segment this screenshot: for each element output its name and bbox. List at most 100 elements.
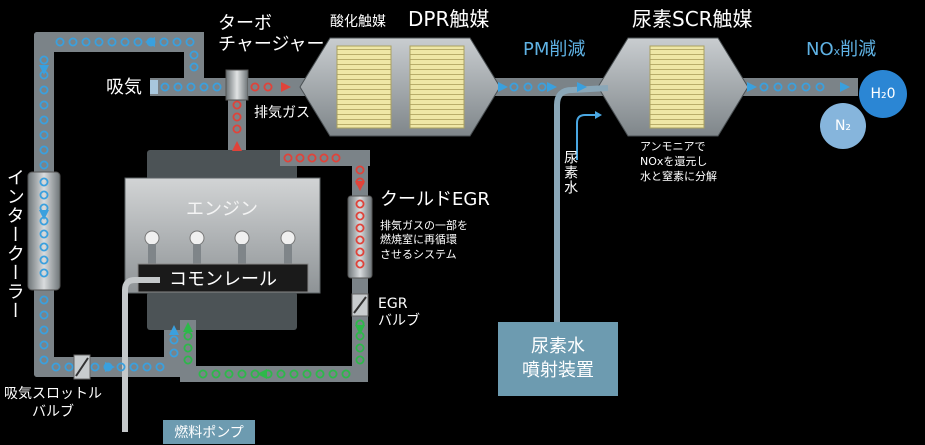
flow-dot xyxy=(537,82,547,92)
urea-injector-box xyxy=(498,322,618,396)
flow-dot xyxy=(39,295,49,305)
flow-dot xyxy=(328,369,338,379)
nox-reduction-tail: 削減 xyxy=(840,39,877,60)
flow-arrow xyxy=(257,369,267,379)
dpr-catalyst-label: DPR触媒 xyxy=(408,7,490,31)
flow-dot xyxy=(509,82,519,92)
flow-dot xyxy=(39,177,49,187)
flow-dot xyxy=(232,124,242,134)
flow-dot xyxy=(759,82,769,92)
urea-scr-catalyst-label: 尿素SCR触媒 xyxy=(632,7,753,31)
egr-valve-label-line1: EGR xyxy=(378,296,408,312)
flow-dot xyxy=(307,153,317,163)
flow-dot xyxy=(355,247,365,257)
flow-arrow xyxy=(747,82,757,92)
urea-injector-label: 尿素水 噴射装置 xyxy=(498,322,618,396)
egr-valve-label-line2: バルブ xyxy=(378,312,420,329)
urea-injector-label-line2: 噴射装置 xyxy=(522,360,594,381)
flow-dot xyxy=(341,369,351,379)
flow-dot xyxy=(355,235,365,245)
flow-dot xyxy=(787,82,797,92)
flow-dot xyxy=(319,153,329,163)
scr-catalyst-block xyxy=(649,45,705,129)
flow-dot xyxy=(801,82,811,92)
flow-arrow xyxy=(355,325,365,335)
flow-dot xyxy=(355,223,365,233)
flow-dot xyxy=(189,62,199,72)
urea-line xyxy=(554,85,609,325)
flow-arrow xyxy=(145,37,155,47)
flow-dot xyxy=(39,55,49,65)
flow-dot xyxy=(160,82,170,92)
turbo-charger-body xyxy=(225,69,249,101)
flow-dot xyxy=(355,199,365,209)
flow-dot xyxy=(51,362,61,372)
flow-dot xyxy=(211,369,221,379)
fuel-pump-box xyxy=(163,420,255,444)
flow-arrow xyxy=(39,65,49,75)
flow-dot xyxy=(39,255,49,265)
flow-dot xyxy=(39,268,49,278)
egr-valve-label: EGR バルブ xyxy=(378,296,420,330)
flow-dot xyxy=(185,37,195,47)
flow-dot xyxy=(263,82,273,92)
common-rail-bar xyxy=(137,263,309,293)
flow-dot xyxy=(39,115,49,125)
flow-dot xyxy=(155,362,165,372)
flow-dot xyxy=(189,50,199,60)
flow-arrow xyxy=(355,181,365,191)
flow-dot xyxy=(129,362,139,372)
flow-dot xyxy=(39,145,49,155)
flow-dot xyxy=(289,369,299,379)
n2-label: N₂ xyxy=(834,118,852,134)
flow-dot xyxy=(232,112,242,122)
intake-throttle-valve-label: 吸気スロットル バルブ xyxy=(4,386,102,421)
flow-dot xyxy=(183,331,193,341)
flow-dot xyxy=(81,37,91,47)
n2-bubble xyxy=(820,103,866,149)
flow-dot xyxy=(173,82,183,92)
nox-reduction-sub: x xyxy=(833,45,841,58)
flow-dot xyxy=(224,369,234,379)
urea-flow-arrowhead xyxy=(595,111,602,119)
flow-dot xyxy=(773,82,783,92)
intake-pipe-stub xyxy=(150,80,158,94)
turbo-charger-label-line2: チャージャー xyxy=(218,33,325,55)
flow-dot xyxy=(39,340,49,350)
ammonia-description: アンモニアで NOxを還元し 水と窒素に分解 xyxy=(640,140,717,185)
flow-dot xyxy=(169,335,179,345)
intake-throttle-valve-label-line2: バルブ xyxy=(32,403,74,420)
flow-dot xyxy=(355,355,365,365)
flow-dot xyxy=(355,165,365,175)
intake-label: 吸気 xyxy=(106,77,142,98)
flow-dot xyxy=(250,82,260,92)
flow-arrow xyxy=(105,362,115,372)
flow-dot xyxy=(55,37,65,47)
flow-dot xyxy=(302,369,312,379)
dpr-catalyst-block xyxy=(409,45,465,129)
urea-water-label: 尿素水 xyxy=(562,150,579,195)
flow-dot xyxy=(107,37,117,47)
turbo-charger-label-line1: ターボ xyxy=(218,13,272,34)
flow-dot xyxy=(355,211,365,221)
flow-dot xyxy=(232,100,242,110)
flow-arrow xyxy=(232,141,242,151)
scr-unit-shape xyxy=(597,37,749,137)
cooled-egr-desc-line3: させるシステム xyxy=(380,247,457,261)
flow-dot xyxy=(39,160,49,170)
flow-dot xyxy=(39,242,49,252)
flow-arrow xyxy=(840,82,850,92)
flow-dot xyxy=(90,362,100,372)
flow-dot xyxy=(198,369,208,379)
intercooler-label: インタークーラー xyxy=(3,168,25,320)
pm-reduction-label: PM削減 xyxy=(523,39,586,60)
cooled-egr-desc-line2: 燃焼室に再循環 xyxy=(380,233,457,247)
injector-heads xyxy=(144,230,296,266)
flow-arrow xyxy=(169,325,179,335)
flow-dot xyxy=(39,85,49,95)
nox-reduction-main: NO xyxy=(806,39,834,60)
flow-dot xyxy=(276,369,286,379)
flow-dot xyxy=(212,82,222,92)
